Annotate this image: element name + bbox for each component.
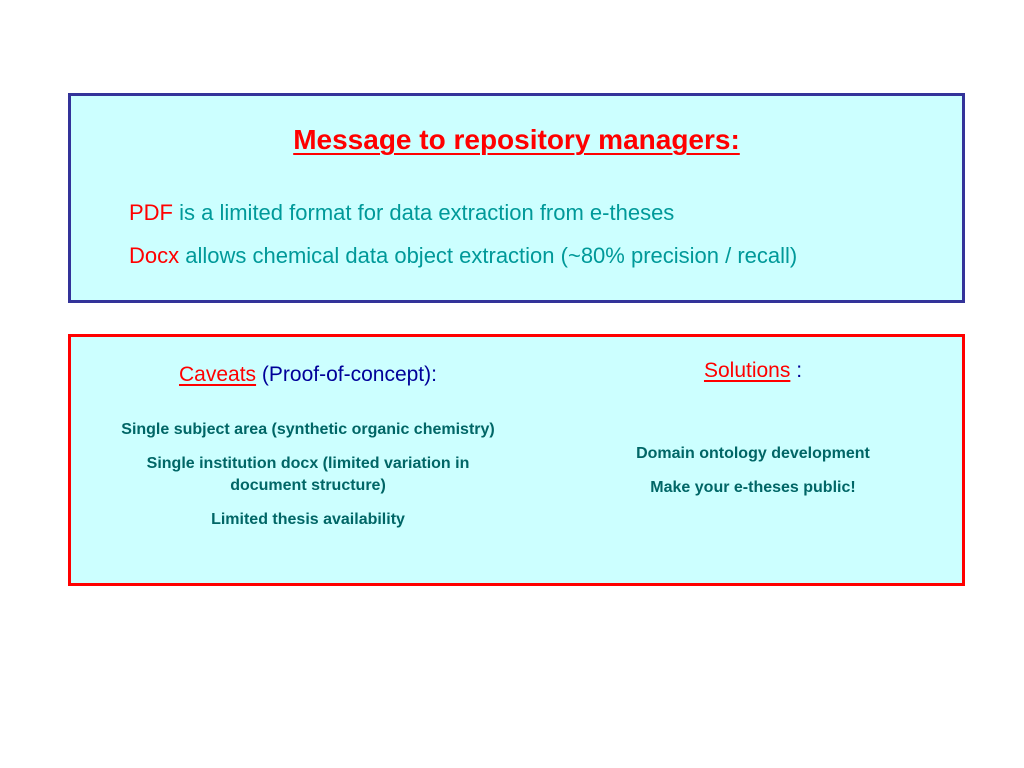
message-box: Message to repository managers: PDF is a…: [68, 93, 965, 303]
caveat-item: Single institution docx (limited variati…: [146, 455, 470, 494]
pdf-keyword: PDF: [129, 200, 173, 225]
caveat-item: Limited thesis availability: [211, 511, 405, 528]
docx-statement-text: allows chemical data object extraction (…: [179, 243, 798, 268]
caveats-solutions-box: Caveats (Proof-of-concept): Single subje…: [68, 334, 965, 586]
solution-item: Domain ontology development: [636, 445, 870, 462]
docx-keyword: Docx: [129, 243, 180, 268]
pdf-statement: PDF is a limited format for data extract…: [129, 200, 674, 226]
message-heading: Message to repository managers:: [293, 124, 740, 155]
solution-item: Make your e-theses public!: [650, 479, 856, 496]
caveat-item: Single subject area (synthetic organic c…: [121, 421, 495, 438]
solutions-title-rest: :: [790, 359, 803, 382]
caveats-column: Caveats (Proof-of-concept): Single subje…: [101, 363, 515, 531]
pdf-statement-text: is a limited format for data extraction …: [173, 200, 675, 225]
caveats-title-rest: (Proof-of-concept):: [256, 363, 437, 386]
solutions-column: Solutions : Domain ontology development …: [561, 359, 945, 499]
solutions-title: Solutions :: [561, 359, 945, 383]
caveats-link[interactable]: Caveats: [179, 363, 257, 386]
caveats-title: Caveats (Proof-of-concept):: [101, 363, 515, 387]
solutions-link[interactable]: Solutions: [703, 359, 791, 382]
docx-statement: Docx allows chemical data object extract…: [129, 243, 797, 269]
